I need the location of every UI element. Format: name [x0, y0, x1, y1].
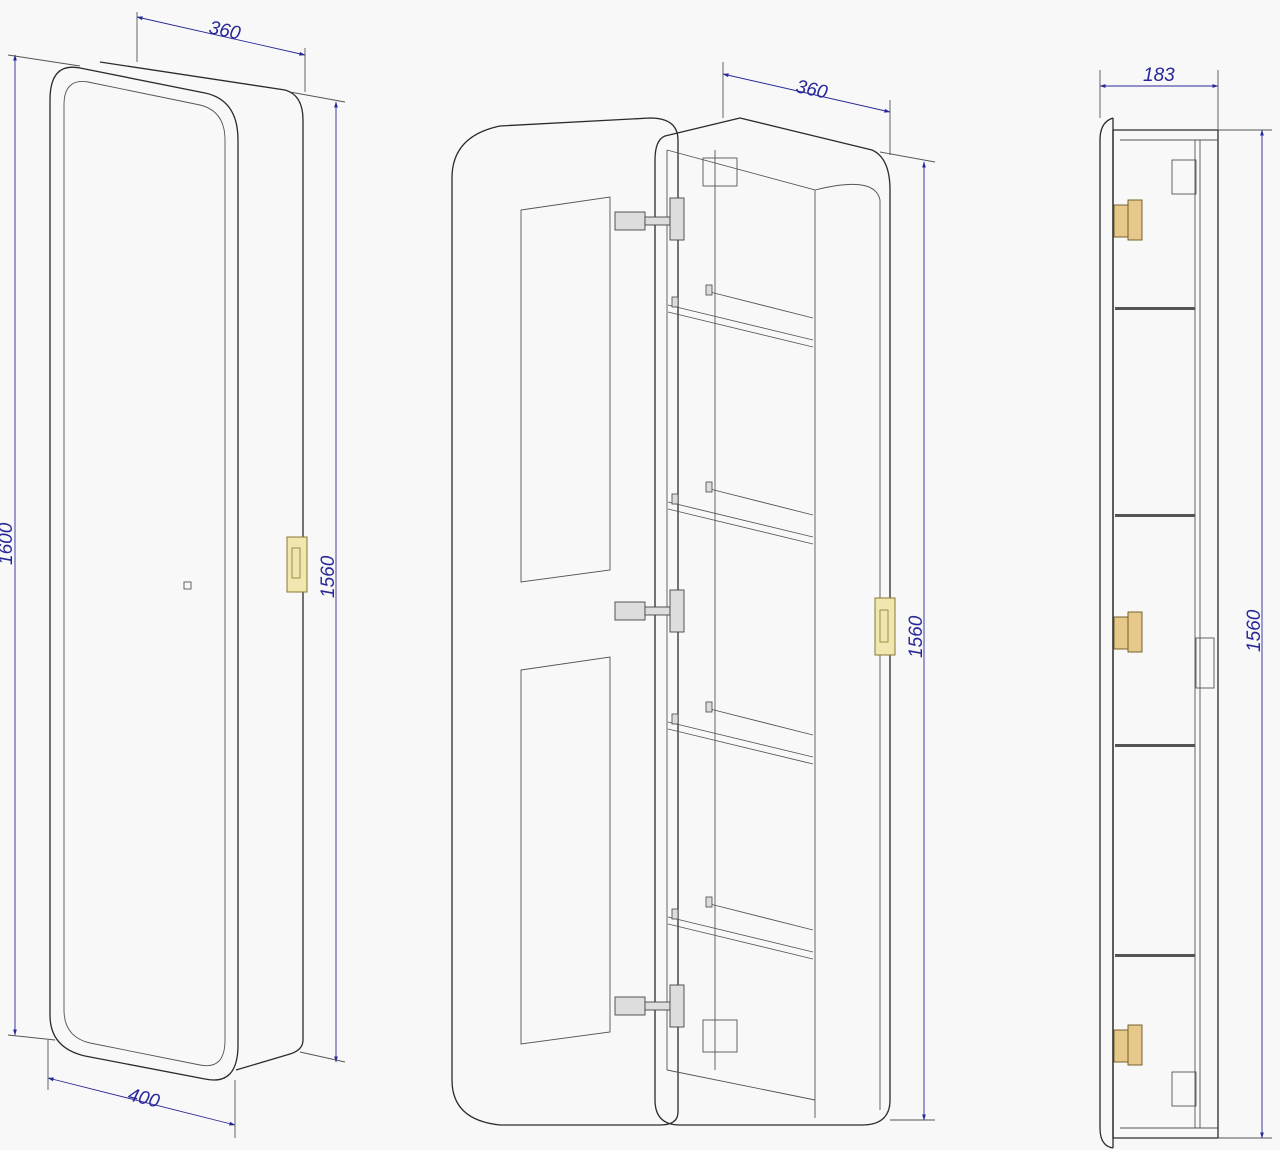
mirror-window-top — [520, 196, 611, 583]
dimension-total-height: 1600 — [0, 522, 17, 565]
open-door — [451, 117, 679, 1126]
open-cabinet-view: 360 1560 — [451, 62, 936, 1126]
dimension-body-height: 1560 — [318, 555, 339, 598]
dimension-body-height: 1560 — [1244, 609, 1265, 652]
handle — [286, 536, 308, 593]
mirror-window-bottom — [520, 656, 611, 1045]
dimension-width: 400 — [126, 1084, 162, 1112]
door-side — [1099, 117, 1114, 1149]
shelves — [667, 284, 814, 960]
side-hinges — [1113, 199, 1143, 1066]
cabinet-body — [99, 61, 304, 1071]
dimension-body-height: 1560 — [906, 615, 927, 658]
cabinet-frame — [654, 117, 891, 1126]
closed-cabinet-view: 360 1600 1560 400 — [0, 12, 346, 1138]
dimension-depth: 360 — [794, 76, 830, 103]
hinges — [614, 197, 685, 1028]
handle — [874, 597, 896, 656]
side-view: 183 1560 — [1099, 65, 1272, 1149]
cabinet-side-body — [1112, 129, 1219, 1139]
dimension-depth: 183 — [1143, 65, 1175, 86]
dimension-depth: 360 — [207, 17, 243, 44]
side-shelves — [1115, 307, 1195, 957]
door-panel — [49, 66, 239, 1081]
touch-sensor-icon — [183, 581, 192, 590]
led-strip-outline — [63, 81, 226, 1067]
